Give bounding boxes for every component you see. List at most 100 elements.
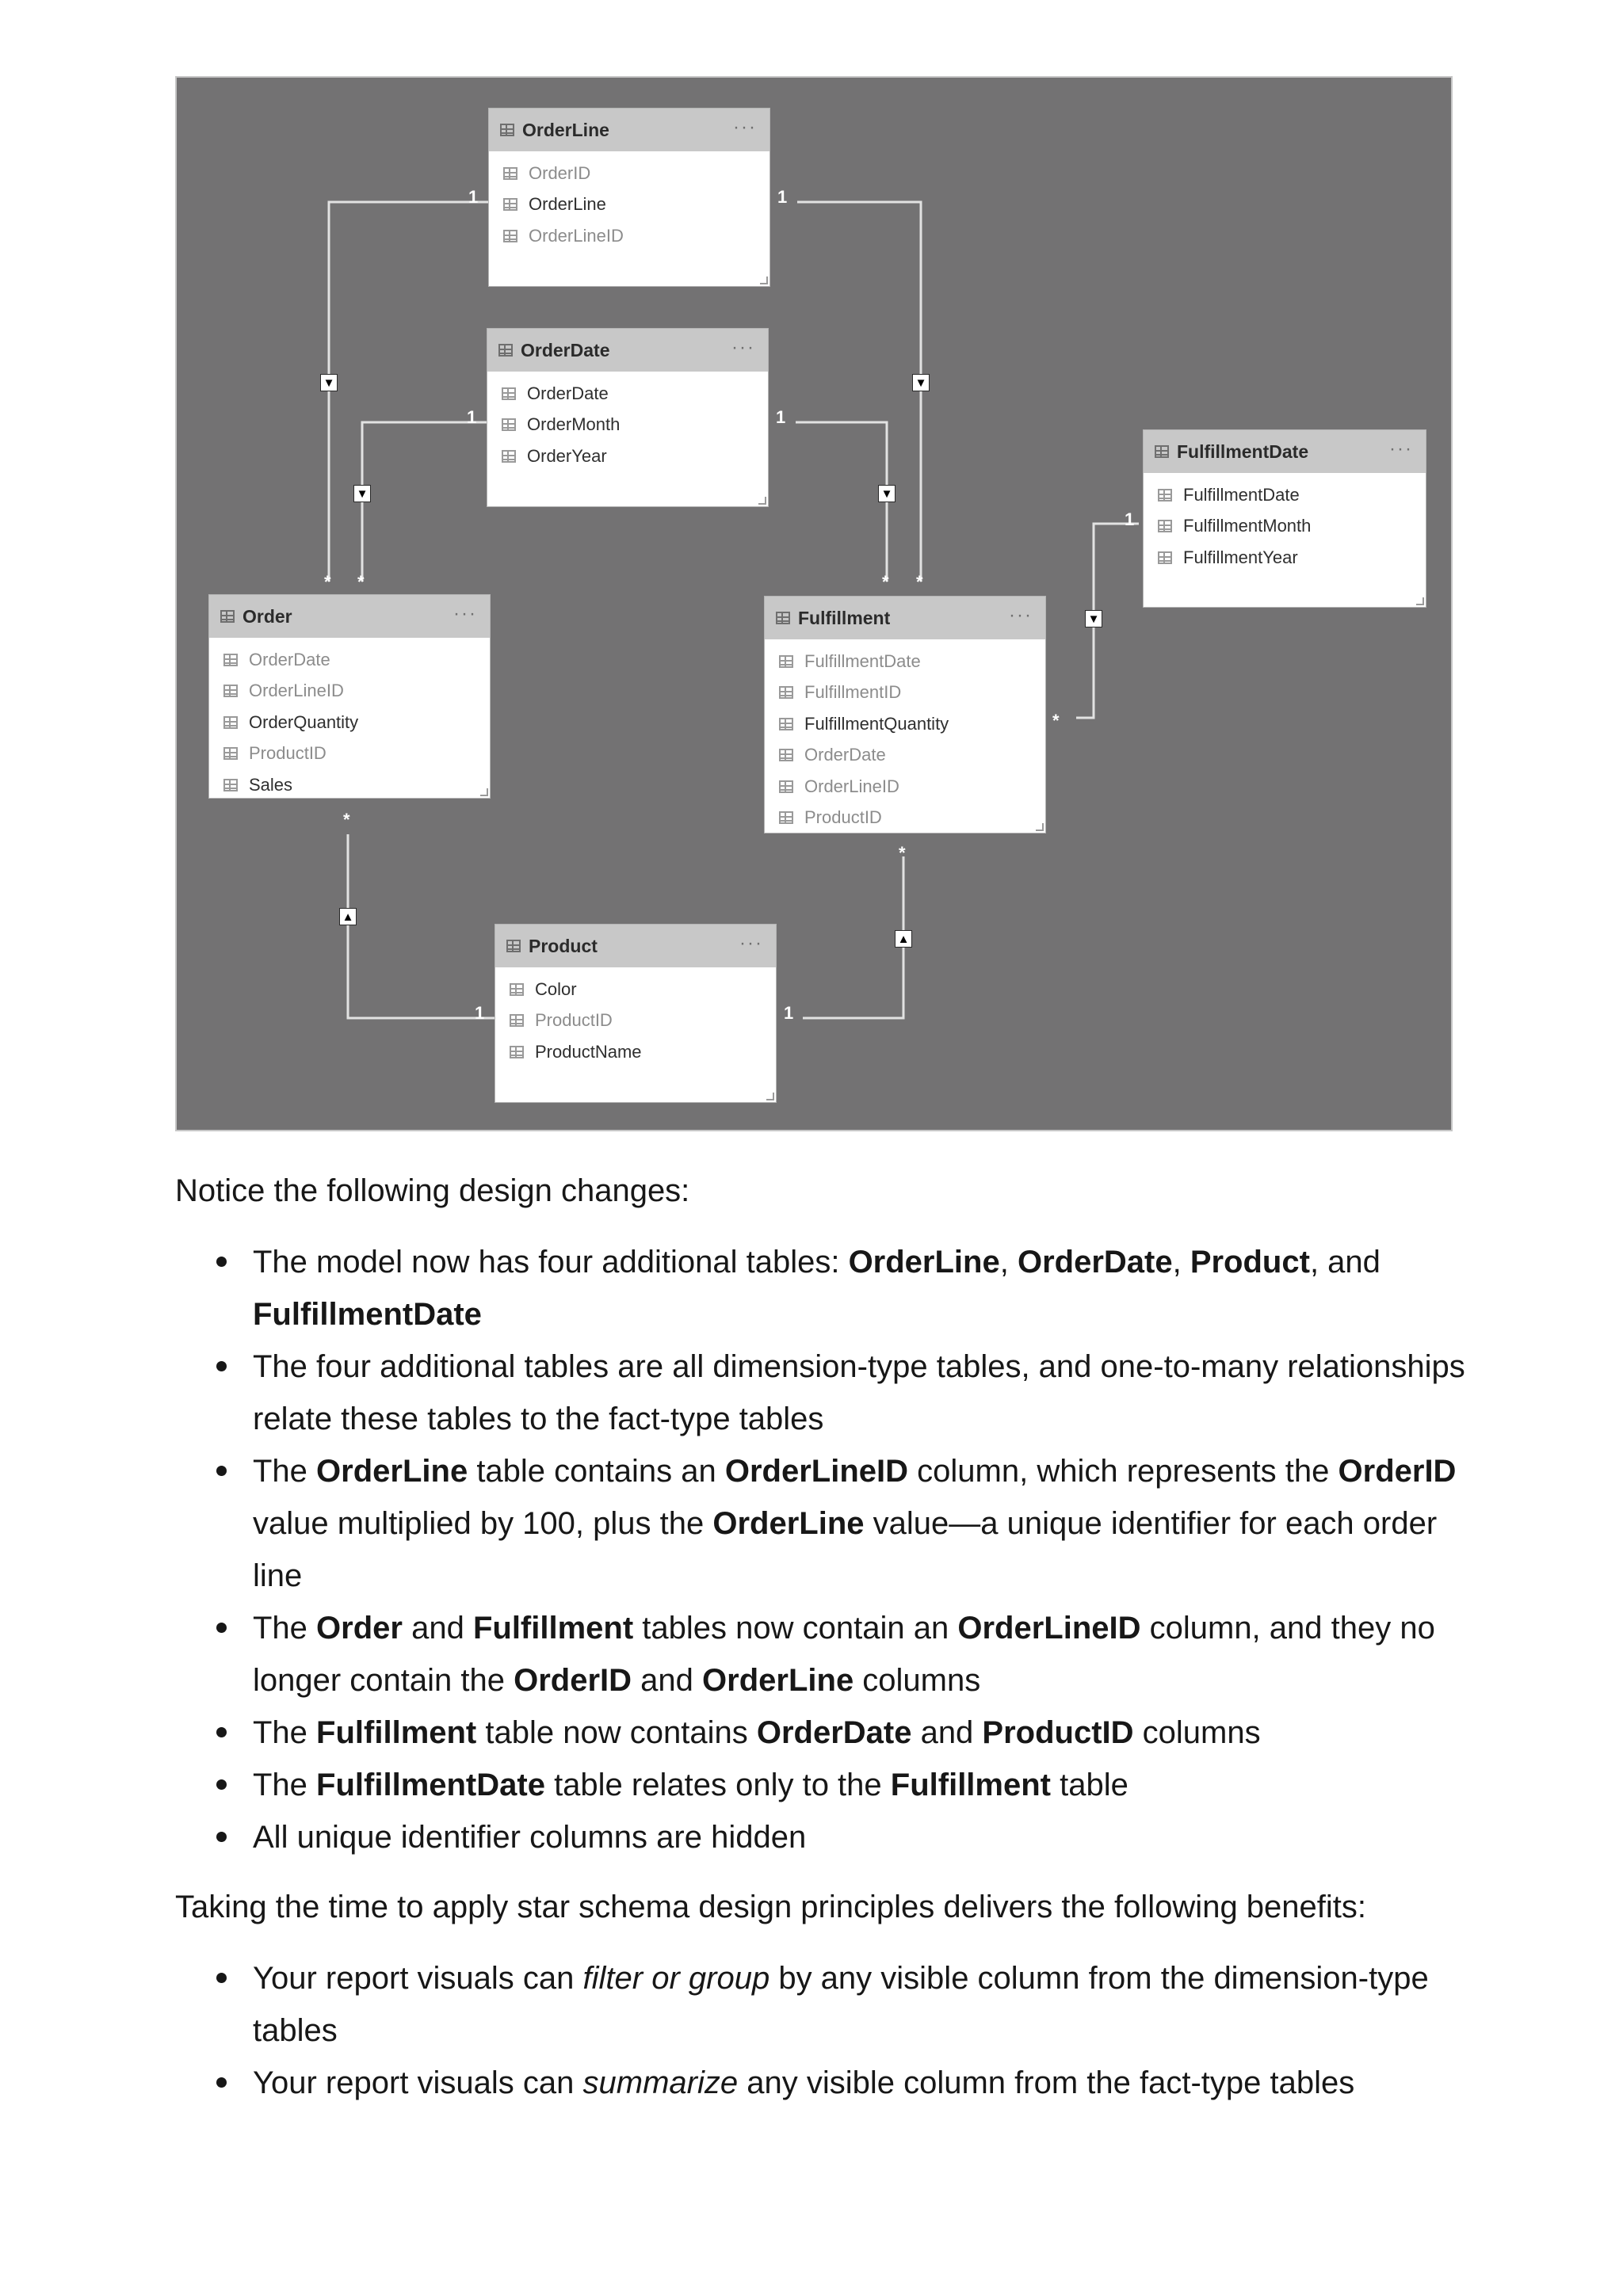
column-icon xyxy=(1158,488,1172,502)
more-options-icon[interactable]: ··· xyxy=(1009,605,1033,626)
table-icon xyxy=(220,610,235,623)
column-icon xyxy=(502,449,516,463)
filter-direction-icon: ▼ xyxy=(1085,610,1102,627)
table-icon xyxy=(776,612,790,624)
list-item: The OrderLine table contains an OrderLin… xyxy=(175,1445,1475,1602)
table-header[interactable]: OrderLine ··· xyxy=(489,109,769,151)
column-item[interactable]: FulfillmentDate xyxy=(1144,479,1426,511)
column-item[interactable]: OrderDate xyxy=(209,644,490,676)
cardinality-one: 1 xyxy=(468,187,479,207)
cardinality-many: * xyxy=(357,572,365,592)
table-order[interactable]: Order ··· OrderDate OrderLineID OrderQua… xyxy=(208,594,491,799)
column-icon xyxy=(779,654,793,668)
column-item[interactable]: FulfillmentQuantity xyxy=(765,708,1045,740)
column-icon xyxy=(779,780,793,793)
table-header[interactable]: Fulfillment ··· xyxy=(765,597,1045,639)
column-icon xyxy=(1158,551,1172,564)
column-icon xyxy=(503,229,517,242)
cardinality-one: 1 xyxy=(467,407,477,427)
table-header[interactable]: OrderDate ··· xyxy=(487,329,768,372)
column-item[interactable]: OrderLineID xyxy=(209,676,490,707)
column-item[interactable]: OrderDate xyxy=(487,378,768,410)
cardinality-many: * xyxy=(916,572,923,592)
column-item[interactable]: FulfillmentYear xyxy=(1144,542,1426,574)
cardinality-many: * xyxy=(882,572,889,592)
filter-direction-icon: ▲ xyxy=(895,930,912,948)
filter-direction-icon: ▼ xyxy=(878,485,896,502)
rel-product-fulfillment xyxy=(803,856,905,1020)
filter-direction-icon: ▼ xyxy=(912,374,930,391)
table-title: Product xyxy=(529,935,598,956)
cardinality-one: 1 xyxy=(475,1003,485,1023)
column-icon xyxy=(510,1014,524,1028)
table-icon xyxy=(498,344,513,357)
more-options-icon[interactable]: ··· xyxy=(453,603,477,624)
resize-handle-icon[interactable] xyxy=(480,788,488,796)
column-item[interactable]: ProductID xyxy=(765,803,1045,834)
table-orderdate[interactable]: OrderDate ··· OrderDate OrderMonth Order… xyxy=(487,328,769,507)
list-item: Your report visuals can filter or group … xyxy=(175,1952,1475,2057)
column-icon xyxy=(223,685,238,698)
design-changes-list: The model now has four additional tables… xyxy=(175,1236,1475,1863)
column-icon xyxy=(779,717,793,730)
column-icon xyxy=(223,778,238,791)
model-diagram: 1 1 1 1 1 1 1 * * * * * * * ▼ ▼ ▼ ▼ ▼ ▲ … xyxy=(175,76,1453,1131)
cardinality-many: * xyxy=(324,572,331,592)
table-title: OrderDate xyxy=(521,339,610,360)
column-item[interactable]: Sales xyxy=(209,769,490,801)
column-icon xyxy=(779,811,793,825)
column-item[interactable]: OrderDate xyxy=(765,740,1045,772)
list-item: The four additional tables are all dimen… xyxy=(175,1341,1475,1445)
column-item[interactable]: FulfillmentMonth xyxy=(1144,511,1426,543)
table-product[interactable]: Product ··· Color ProductID ProductName xyxy=(495,924,777,1103)
filter-direction-icon: ▼ xyxy=(320,374,338,391)
table-fulfillmentdate[interactable]: FulfillmentDate ··· FulfillmentDate Fulf… xyxy=(1143,429,1426,608)
more-options-icon[interactable]: ··· xyxy=(731,337,755,358)
column-item[interactable]: FulfillmentID xyxy=(765,677,1045,709)
rel-orderdate-order xyxy=(361,421,488,582)
column-item[interactable]: ProductName xyxy=(495,1036,776,1068)
resize-handle-icon[interactable] xyxy=(1416,597,1424,605)
resize-handle-icon[interactable] xyxy=(1036,823,1044,831)
article-body: Notice the following design changes: The… xyxy=(175,1165,1475,2109)
rel-orderline-order xyxy=(327,200,490,582)
table-header[interactable]: Product ··· xyxy=(495,925,776,967)
table-header[interactable]: Order ··· xyxy=(209,595,490,638)
column-item[interactable]: OrderLineID xyxy=(765,771,1045,803)
table-icon xyxy=(506,940,521,952)
table-title: FulfillmentDate xyxy=(1177,441,1309,462)
rel-orderdate-fulfillment xyxy=(796,421,888,582)
column-icon xyxy=(779,686,793,700)
column-item[interactable]: OrderMonth xyxy=(487,410,768,441)
column-item[interactable]: OrderYear xyxy=(487,441,768,472)
more-options-icon[interactable]: ··· xyxy=(1389,438,1413,460)
table-orderline[interactable]: OrderLine ··· OrderID OrderLine OrderLin… xyxy=(488,108,770,287)
cardinality-one: 1 xyxy=(776,407,786,427)
list-item: Your report visuals can summarize any vi… xyxy=(175,2057,1475,2109)
column-item[interactable]: FulfillmentDate xyxy=(765,646,1045,677)
list-item: The FulfillmentDate table relates only t… xyxy=(175,1759,1475,1811)
resize-handle-icon[interactable] xyxy=(758,497,766,505)
cardinality-many: * xyxy=(899,843,906,863)
table-icon xyxy=(500,124,514,136)
table-header[interactable]: FulfillmentDate ··· xyxy=(1144,430,1426,473)
column-item[interactable]: OrderID xyxy=(489,158,769,189)
filter-direction-icon: ▼ xyxy=(353,485,371,502)
rel-product-order xyxy=(346,834,495,1020)
column-item[interactable]: Color xyxy=(495,974,776,1005)
table-fulfillment[interactable]: Fulfillment ··· FulfillmentDate Fulfillm… xyxy=(764,596,1046,833)
more-options-icon[interactable]: ··· xyxy=(739,933,763,954)
column-item[interactable]: ProductID xyxy=(495,1005,776,1037)
column-icon xyxy=(502,387,516,400)
benefits-paragraph: Taking the time to apply star schema des… xyxy=(175,1890,1367,1924)
more-options-icon[interactable]: ··· xyxy=(733,116,757,138)
benefits-list: Your report visuals can filter or group … xyxy=(175,1952,1475,2109)
column-item[interactable]: OrderLineID xyxy=(489,220,769,252)
column-icon xyxy=(223,747,238,761)
column-item[interactable]: OrderLine xyxy=(489,189,769,221)
resize-handle-icon[interactable] xyxy=(760,277,768,284)
column-icon xyxy=(510,1045,524,1058)
column-item[interactable]: ProductID xyxy=(209,738,490,770)
column-item[interactable]: OrderQuantity xyxy=(209,707,490,738)
resize-handle-icon[interactable] xyxy=(766,1093,774,1100)
